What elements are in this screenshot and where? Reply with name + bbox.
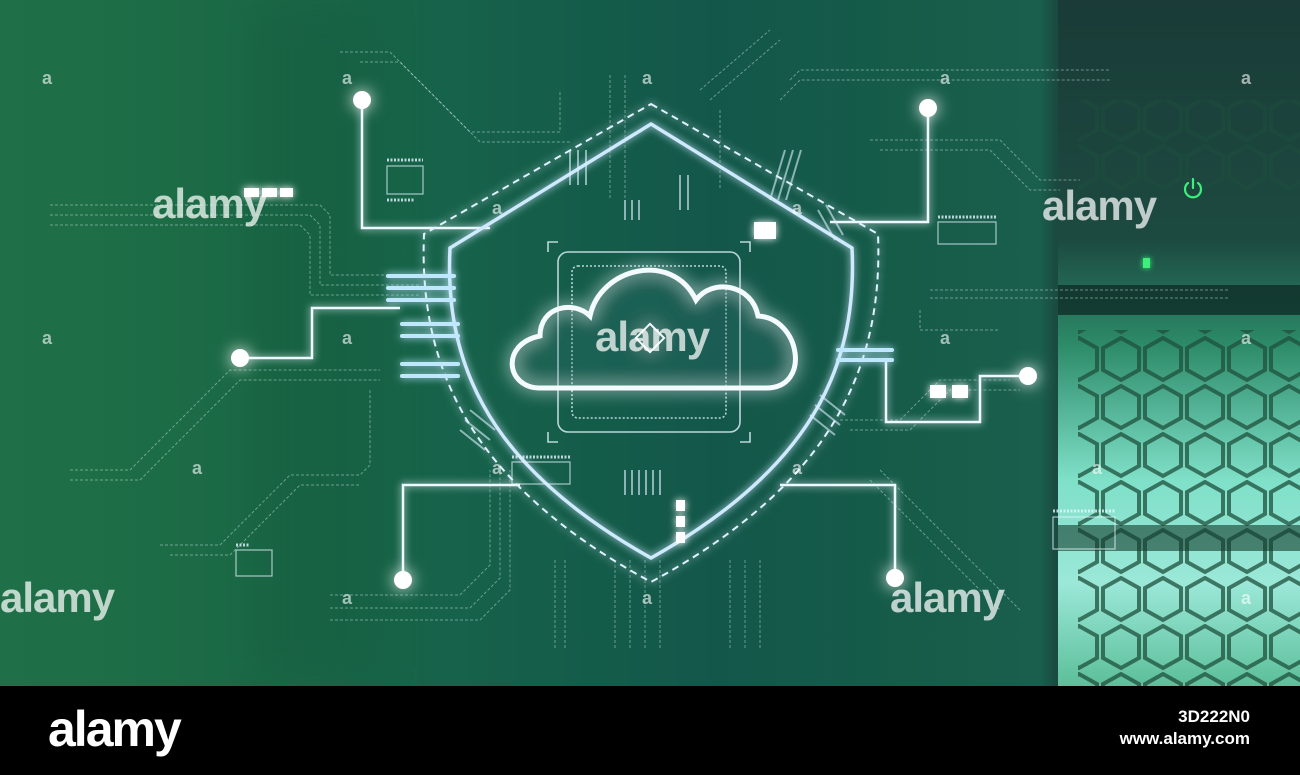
connector-lines [240, 100, 1028, 580]
status-led [1143, 258, 1150, 268]
watermark-mark: a [642, 68, 652, 88]
site-url: www.alamy.com [1119, 729, 1250, 748]
watermark-mark: a [1241, 588, 1251, 608]
cloud-icon [509, 267, 798, 391]
watermark: alamy [890, 574, 1005, 621]
hexagon-grid [1058, 100, 1300, 686]
watermark-mark: a [642, 588, 652, 608]
server-rack-panel [1058, 0, 1300, 686]
bar-stacks [386, 274, 894, 378]
watermark-mark: a [192, 458, 202, 478]
watermark: alamy [0, 574, 115, 621]
power-icon [1183, 177, 1203, 199]
watermark-mark: a [342, 588, 352, 608]
watermark: alamy [1042, 182, 1157, 229]
watermark: alamy [595, 313, 710, 360]
watermark-mark: a [42, 328, 52, 348]
dashed-traces [50, 29, 1230, 650]
footer-bar: alamy 3D222N0 www.alamy.com [0, 686, 1300, 775]
node-dots [231, 91, 1037, 589]
watermark-mark: a [1241, 328, 1251, 348]
watermark-mark: a [42, 68, 52, 88]
watermark: alamy [152, 180, 267, 227]
watermark-mark: a [492, 198, 502, 218]
footer-logo: alamy [48, 701, 182, 757]
watermark-mark: a [792, 458, 802, 478]
shield-icon [422, 102, 880, 584]
watermark-mark: a [342, 68, 352, 88]
small-blocks [244, 188, 968, 543]
watermark-mark: a [342, 328, 352, 348]
circuit-overlay [50, 29, 1230, 650]
chip-icons [235, 165, 1116, 577]
chip-pins [236, 158, 1115, 547]
watermark-mark: a [492, 458, 502, 478]
image-id: 3D222N0 [1178, 707, 1250, 726]
watermark-mark: a [1241, 68, 1251, 88]
watermark-mark: a [940, 68, 950, 88]
hatch-marks [459, 149, 846, 495]
background-scene: alamy alamy alamy alamy alamy a a a a a … [0, 0, 1300, 686]
watermark-mark: a [1092, 458, 1102, 478]
watermark-mark: a [792, 198, 802, 218]
watermark-mark: a [940, 328, 950, 348]
footer-image-info: 3D222N0 www.alamy.com [1120, 706, 1250, 750]
